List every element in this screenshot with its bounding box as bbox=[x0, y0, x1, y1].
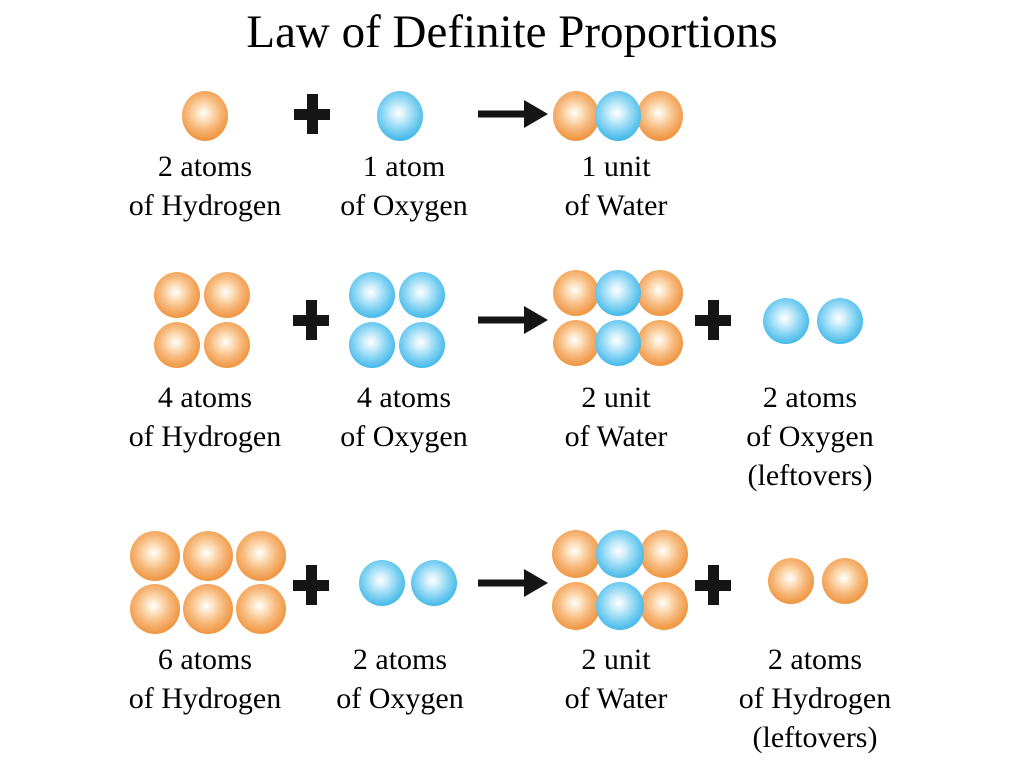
hydrogen-atom bbox=[154, 272, 200, 318]
arrow-icon bbox=[478, 565, 548, 601]
hydrogen-atom bbox=[183, 531, 233, 581]
label-line: of Water bbox=[564, 189, 668, 222]
label-line: 4 atoms bbox=[157, 381, 253, 414]
hydrogen-atom bbox=[553, 270, 599, 316]
plus-icon bbox=[695, 565, 731, 605]
label-oxygen: 2 atoms of Oxygen bbox=[290, 640, 510, 718]
label-line: of Water bbox=[564, 682, 668, 715]
label-water: 2 unit of Water bbox=[506, 378, 726, 456]
label-oxygen: 4 atoms of Oxygen bbox=[294, 378, 514, 456]
label-line: 2 atoms bbox=[762, 381, 858, 414]
water-unit bbox=[553, 320, 683, 366]
water-unit bbox=[553, 270, 683, 316]
oxygen-atom bbox=[763, 298, 809, 344]
label-line: 2 atoms bbox=[767, 643, 863, 676]
plus-icon bbox=[695, 300, 731, 340]
label-line: 1 atom bbox=[362, 150, 446, 183]
label-water: 1 unit of Water bbox=[506, 147, 726, 225]
label-line: (leftovers) bbox=[752, 721, 878, 754]
label-line: of Oxygen bbox=[340, 420, 468, 453]
hydrogen-atom bbox=[640, 582, 688, 630]
atom-group-oxygen bbox=[359, 560, 457, 606]
water-unit bbox=[553, 91, 683, 141]
oxygen-atom bbox=[399, 272, 445, 318]
label-line: of Oxygen bbox=[746, 420, 874, 453]
label-hydrogen: 2 atoms of Hydrogen bbox=[95, 147, 315, 225]
oxygen-atom bbox=[595, 91, 641, 141]
label-line: 2 unit bbox=[581, 643, 651, 676]
hydrogen-atom bbox=[154, 322, 200, 368]
hydrogen-atom bbox=[768, 558, 814, 604]
atom-group-hydrogen bbox=[182, 91, 228, 141]
label-line: 4 atoms bbox=[356, 381, 452, 414]
hydrogen-atom bbox=[130, 584, 180, 634]
hydrogen-atom bbox=[552, 582, 600, 630]
label-line: of Hydrogen bbox=[128, 420, 282, 453]
plus-icon bbox=[294, 94, 330, 134]
arrow-icon bbox=[478, 96, 548, 132]
water-units bbox=[552, 530, 688, 630]
oxygen-atom bbox=[349, 272, 395, 318]
label-line: of Oxygen bbox=[336, 682, 464, 715]
label-line: 2 unit bbox=[581, 381, 651, 414]
hydrogen-atom bbox=[182, 91, 228, 141]
oxygen-atom bbox=[377, 91, 423, 141]
hydrogen-atom bbox=[130, 531, 180, 581]
label-line: 2 atoms bbox=[352, 643, 448, 676]
water-unit bbox=[552, 530, 688, 578]
label-line: of Hydrogen bbox=[128, 682, 282, 715]
oxygen-atom bbox=[595, 270, 641, 316]
diagram-title: Law of Definite Proportions bbox=[246, 6, 778, 58]
hydrogen-atom bbox=[553, 320, 599, 366]
label-line: of Hydrogen bbox=[128, 189, 282, 222]
label-line: 1 unit bbox=[581, 150, 651, 183]
oxygen-atom bbox=[596, 530, 644, 578]
hydrogen-atom bbox=[204, 272, 250, 318]
plus-icon bbox=[293, 565, 329, 605]
label-line: of Water bbox=[564, 420, 668, 453]
label-line: 2 atoms bbox=[157, 150, 253, 183]
hydrogen-atom bbox=[204, 322, 250, 368]
label-line: of Hydrogen bbox=[738, 682, 892, 715]
hydrogen-atom bbox=[637, 320, 683, 366]
hydrogen-atom bbox=[822, 558, 868, 604]
water-unit bbox=[552, 582, 688, 630]
hydrogen-atom bbox=[236, 531, 286, 581]
plus-icon bbox=[293, 300, 329, 340]
label-oxygen: 1 atom of Oxygen bbox=[294, 147, 514, 225]
hydrogen-atom bbox=[183, 584, 233, 634]
label-line: (leftovers) bbox=[747, 459, 873, 492]
hydrogen-atom bbox=[236, 584, 286, 634]
atom-group-hydrogen-leftovers bbox=[768, 558, 868, 604]
atom-group-oxygen-leftovers bbox=[763, 298, 863, 344]
label-hydrogen: 4 atoms of Hydrogen bbox=[95, 378, 315, 456]
atom-group-oxygen bbox=[349, 272, 445, 368]
atom-group-oxygen bbox=[377, 91, 423, 141]
label-oxygen-leftovers: 2 atoms of Oxygen (leftovers) bbox=[700, 378, 920, 495]
atom-group-hydrogen bbox=[154, 272, 250, 368]
oxygen-atom bbox=[817, 298, 863, 344]
oxygen-atom bbox=[349, 322, 395, 368]
atom-group-hydrogen bbox=[130, 531, 286, 634]
oxygen-atom bbox=[595, 320, 641, 366]
hydrogen-atom bbox=[637, 270, 683, 316]
label-water: 2 unit of Water bbox=[506, 640, 726, 718]
hydrogen-atom bbox=[640, 530, 688, 578]
oxygen-atom bbox=[399, 322, 445, 368]
label-hydrogen-leftovers: 2 atoms of Hydrogen (leftovers) bbox=[705, 640, 925, 757]
label-line: 6 atoms bbox=[157, 643, 253, 676]
hydrogen-atom bbox=[637, 91, 683, 141]
oxygen-atom bbox=[411, 560, 457, 606]
label-line: of Oxygen bbox=[340, 189, 468, 222]
hydrogen-atom bbox=[552, 530, 600, 578]
oxygen-atom bbox=[596, 582, 644, 630]
oxygen-atom bbox=[359, 560, 405, 606]
hydrogen-atom bbox=[553, 91, 599, 141]
label-hydrogen: 6 atoms of Hydrogen bbox=[95, 640, 315, 718]
arrow-icon bbox=[478, 302, 548, 338]
water-units bbox=[553, 270, 683, 366]
